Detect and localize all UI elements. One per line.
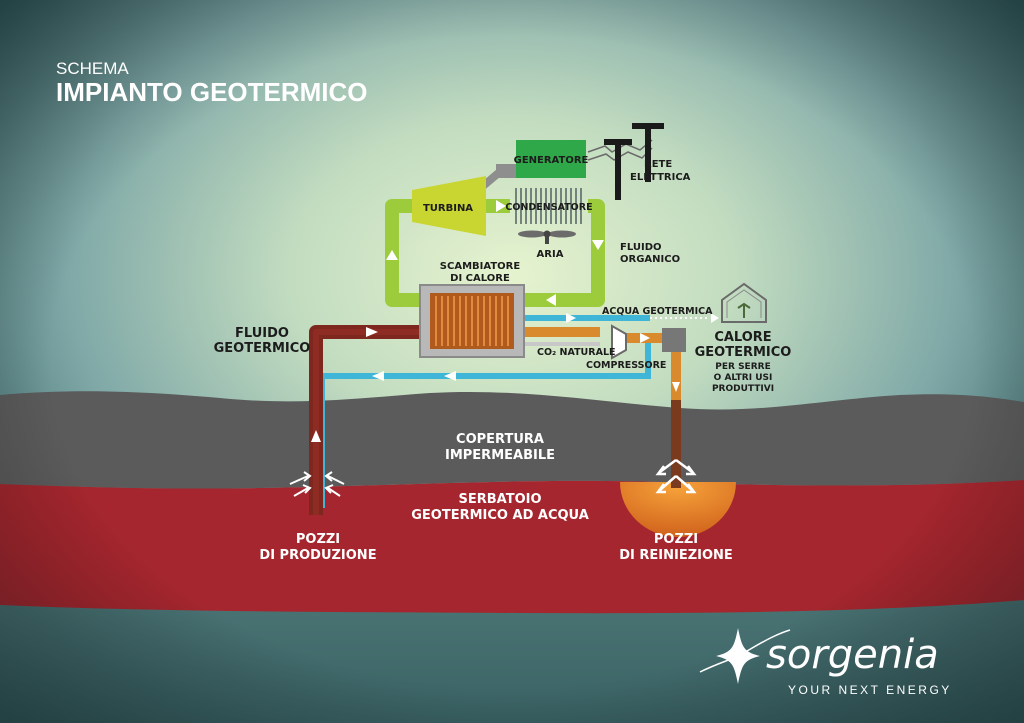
label-calore-sub-2: O ALTRI USI <box>714 373 773 383</box>
page-title: IMPIANTO GEOTERMICO <box>56 77 368 107</box>
label-serbatoio-2: GEOTERMICO AD ACQUA <box>411 508 589 523</box>
label-compressore: COMPRESSORE <box>586 360 666 371</box>
label-pozzi-produzione-2: DI PRODUZIONE <box>259 548 376 563</box>
logo-wordmark: sorgenia <box>766 632 939 678</box>
label-acqua-geotermica: ACQUA GEOTERMICA <box>602 306 713 317</box>
label-rete-2: ELETTRICA <box>630 172 691 183</box>
label-generatore: GENERATORE <box>514 155 589 166</box>
label-pozzi-reiniezione-2: DI REINIEZIONE <box>619 548 733 563</box>
label-fluido-organico-2: ORGANICO <box>620 254 680 265</box>
label-calore-geotermico-1: CALORE <box>714 330 771 345</box>
sorgenia-logo: sorgenia YOUR NEXT ENERGY <box>699 628 952 697</box>
label-rete-1: RETE <box>644 159 672 170</box>
label-turbina: TURBINA <box>423 203 473 214</box>
label-calore-sub-1: PER SERRE <box>715 362 770 372</box>
label-scambiatore-2: DI CALORE <box>450 273 510 284</box>
label-fluido-geotermico-1: FLUIDO <box>235 326 289 341</box>
label-serbatoio-1: SERBATOIO <box>458 492 541 507</box>
label-condensatore: CONDENSATORE <box>505 202 592 213</box>
label-copertura-1: COPERTURA <box>456 432 544 447</box>
label-aria: ARIA <box>537 249 564 260</box>
header-kicker: SCHEMA <box>56 59 129 78</box>
logo-tagline: YOUR NEXT ENERGY <box>788 683 952 697</box>
label-copertura-2: IMPERMEABILE <box>445 448 555 463</box>
label-pozzi-produzione-1: POZZI <box>296 532 340 547</box>
label-pozzi-reiniezione-1: POZZI <box>654 532 698 547</box>
label-co2-naturale: CO₂ NATURALE <box>537 347 616 358</box>
label-fluido-geotermico-2: GEOTERMICO <box>214 341 311 356</box>
label-calore-sub-3: PRODUTTIVI <box>712 384 774 394</box>
label-scambiatore-1: SCAMBIATORE <box>440 261 521 272</box>
label-fluido-organico-1: FLUIDO <box>620 242 662 253</box>
label-calore-geotermico-2: GEOTERMICO <box>695 345 792 360</box>
